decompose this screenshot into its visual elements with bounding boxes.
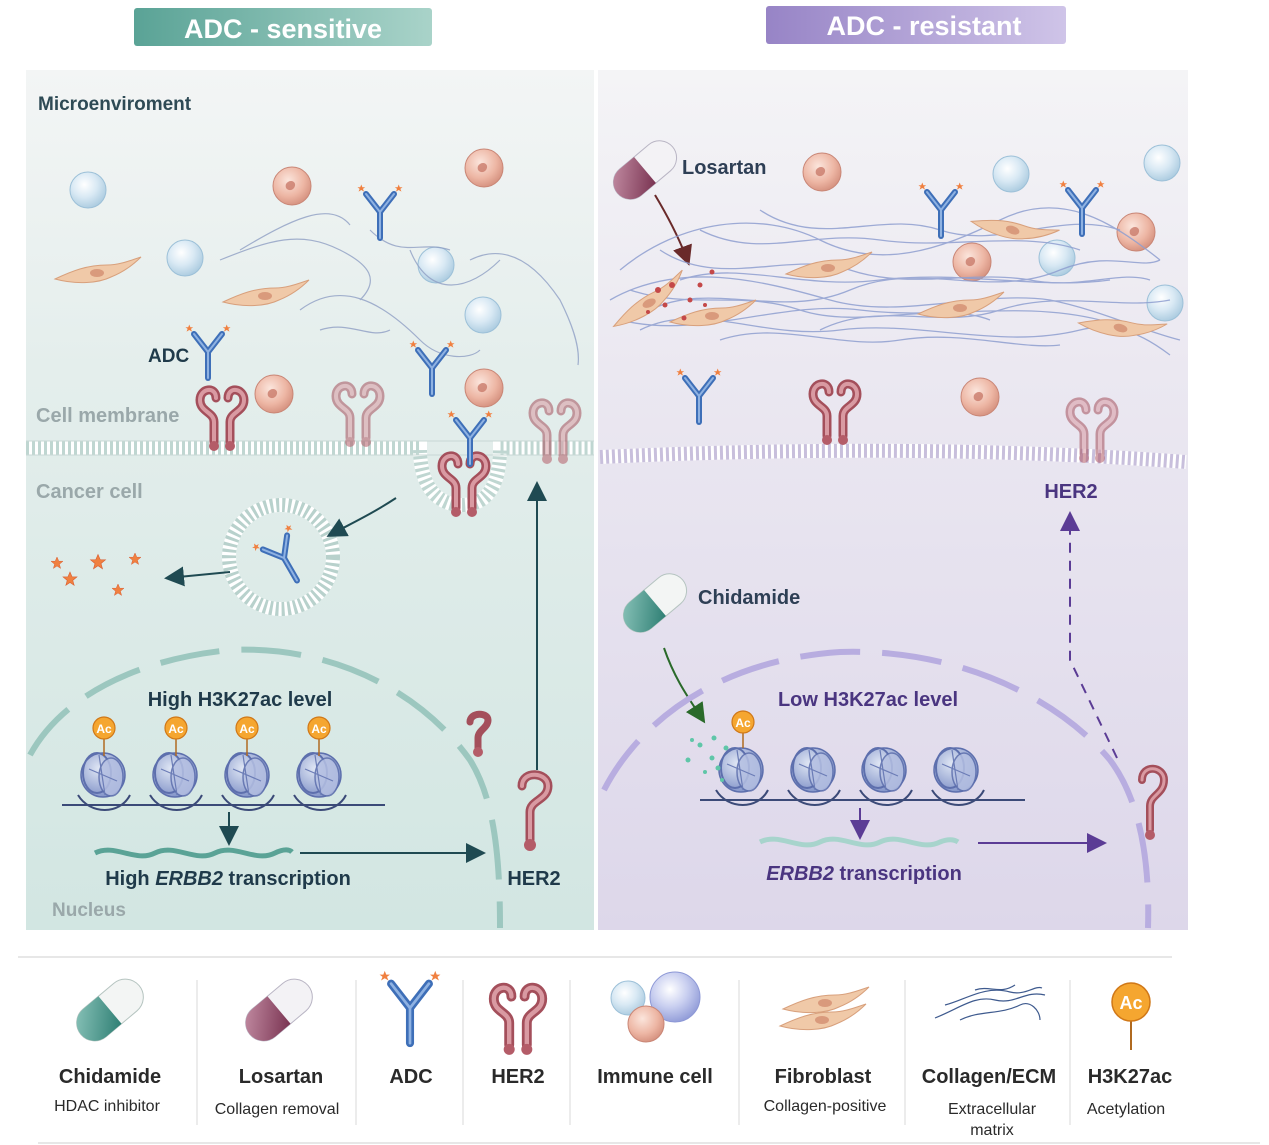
header-sensitive: ADC - sensitive bbox=[134, 8, 432, 46]
legend-fibroblast: Fibroblast Collagen-positive bbox=[764, 986, 887, 1115]
losartan-pill-icon bbox=[245, 978, 313, 1042]
legend-collagen-subtitle-2: matrix bbox=[970, 1122, 1014, 1139]
left-acetyl-marks: Ac Ac Ac Ac bbox=[92, 716, 331, 756]
legend-collagen-title: Collagen/ECM bbox=[922, 1066, 1056, 1088]
legend-collagen-subtitle-1: Extracellular bbox=[948, 1101, 1037, 1118]
losartan-label: Losartan bbox=[682, 157, 766, 179]
right-h3k27ac-label: Low H3K27ac level bbox=[778, 689, 958, 711]
chidamide-pill bbox=[622, 573, 688, 633]
arrow-losartan bbox=[654, 194, 692, 266]
chidamide-label: Chidamide bbox=[698, 587, 800, 609]
immune-cell-icon bbox=[610, 971, 701, 1043]
legend-dividers bbox=[196, 980, 1071, 1125]
cell-membrane-label: Cell membrane bbox=[36, 405, 179, 427]
payload-stars bbox=[50, 552, 142, 596]
right-nuclear-envelope bbox=[601, 648, 1152, 929]
right-collagen-dense bbox=[609, 207, 1181, 356]
legend-her2: HER2 bbox=[491, 988, 544, 1088]
losartan-particles bbox=[646, 269, 715, 321]
legend-adc: ADC bbox=[380, 971, 441, 1088]
right-cell-membrane bbox=[599, 443, 1187, 469]
chidamide-particles bbox=[685, 735, 729, 782]
legend-losartan: Losartan Collagen removal bbox=[215, 978, 340, 1118]
arrow-payload-release bbox=[164, 566, 231, 587]
legend-adc-title: ADC bbox=[389, 1066, 432, 1088]
ac-badge-4: Ac bbox=[311, 722, 327, 736]
cancer-cell-label: Cancer cell bbox=[36, 481, 143, 503]
endosome bbox=[222, 498, 340, 616]
adc-label: ADC bbox=[148, 346, 189, 367]
her2-monomer-right bbox=[1138, 764, 1169, 840]
legend-chidamide-title: Chidamide bbox=[59, 1066, 161, 1088]
her2-monomer-left bbox=[517, 770, 553, 851]
legend-fibroblast-title: Fibroblast bbox=[775, 1066, 872, 1088]
legend-ac-badge-text: Ac bbox=[1119, 993, 1142, 1013]
legend-h3k27ac-title: H3K27ac bbox=[1088, 1066, 1173, 1088]
fibroblast-icon bbox=[779, 986, 870, 1031]
ac-badge-1: Ac bbox=[96, 722, 112, 736]
nucleus-label: Nucleus bbox=[52, 900, 126, 921]
right-transcription-label: ERBB2 transcription bbox=[766, 863, 962, 885]
right-chromatin bbox=[700, 747, 1025, 806]
left-mrna bbox=[93, 847, 294, 859]
header-resistant-label: ADC - resistant bbox=[826, 11, 1021, 41]
legend-h3k27ac: Ac H3K27ac Acetylation bbox=[1087, 982, 1173, 1118]
arrow-internalization bbox=[326, 497, 397, 537]
legend-her2-title: HER2 bbox=[491, 1066, 544, 1088]
left-her2-label: HER2 bbox=[507, 868, 560, 890]
right-mrna bbox=[758, 836, 960, 848]
legend-chidamide: Chidamide HDAC inhibitor bbox=[54, 978, 161, 1115]
left-chromatin bbox=[62, 752, 385, 811]
her2-receptor-icon bbox=[494, 988, 542, 1055]
acetyl-mark-icon: Ac bbox=[1111, 982, 1151, 1050]
legend-collagen: Collagen/ECM Extracellular matrix bbox=[922, 984, 1056, 1139]
left-h3k27ac-label: High H3K27ac level bbox=[148, 689, 333, 711]
ac-badge-2: Ac bbox=[168, 722, 184, 736]
chidamide-pill-icon bbox=[76, 978, 144, 1042]
legend-losartan-subtitle: Collagen removal bbox=[215, 1101, 340, 1118]
left-transcription-label: High ERBB2 transcription bbox=[105, 868, 351, 890]
losartan-pill bbox=[612, 140, 678, 200]
legend-h3k27ac-subtitle: Acetylation bbox=[1087, 1101, 1165, 1118]
collagen-fiber-icon bbox=[934, 984, 1046, 1021]
legend-chidamide-subtitle: HDAC inhibitor bbox=[54, 1098, 160, 1115]
adc-antibody-icon bbox=[380, 971, 441, 1043]
legend-losartan-title: Losartan bbox=[239, 1066, 323, 1088]
arrow-chidamide bbox=[663, 647, 706, 724]
legend-immune: Immune cell bbox=[597, 971, 713, 1088]
right-her2-label: HER2 bbox=[1044, 481, 1097, 503]
arrow-her2-trafficking-right bbox=[1060, 511, 1118, 759]
left-cell-membrane bbox=[26, 440, 594, 513]
ac-badge-right: Ac bbox=[735, 716, 751, 730]
ac-badge-3: Ac bbox=[239, 722, 255, 736]
left-nuclear-envelope bbox=[27, 646, 503, 929]
right-acetyl-mark: Ac bbox=[731, 710, 755, 748]
microenvironment-label: Microenviroment bbox=[38, 94, 192, 115]
header-resistant: ADC - resistant bbox=[766, 6, 1066, 44]
left-collagen-fibers bbox=[219, 213, 580, 366]
legend-immune-title: Immune cell bbox=[597, 1066, 713, 1088]
legend-fibroblast-subtitle: Collagen-positive bbox=[764, 1098, 887, 1115]
her2-small-left bbox=[466, 710, 492, 757]
header-sensitive-label: ADC - sensitive bbox=[184, 14, 382, 44]
